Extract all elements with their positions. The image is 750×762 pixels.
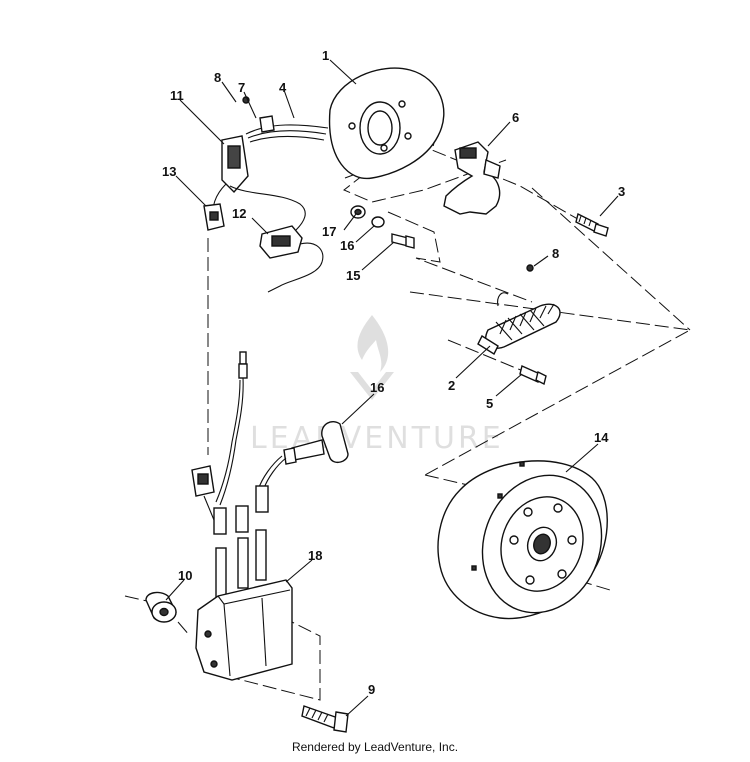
render-credit: Rendered by LeadVenture, Inc. [291,740,459,754]
callout-12: 12 [232,206,246,221]
callout-8-lower: 8 [552,246,559,261]
part-harness-block [221,135,249,194]
callout-17: 17 [322,224,336,239]
callout-5: 5 [486,396,493,411]
part-connector-13 [203,203,225,231]
callout-1: 1 [322,48,329,63]
part-washer [350,205,366,219]
v-logo-icon [350,372,394,400]
part-cable-clip [259,115,275,133]
callout-13: 13 [162,164,176,179]
leader-lines [165,59,619,717]
part-clamp-bracket [443,141,501,215]
callout-16-upper: 16 [340,238,354,253]
callout-3: 3 [618,184,625,199]
part-bolt-long [575,212,609,237]
part-spark-plug-cap [257,420,349,491]
part-coil-screw [519,365,547,386]
part-screw-15 [391,233,415,249]
callout-6: 6 [512,110,519,125]
callout-9: 9 [368,682,375,697]
part-small-screw-lower [526,264,534,272]
callout-16-lower: 16 [370,380,384,395]
callout-2: 2 [448,378,455,393]
part-stator-plate [328,67,445,180]
part-mounting-bolt [301,705,349,733]
callout-11: 11 [170,88,184,103]
part-lockwasher [371,216,385,228]
flame-logo-icon [357,315,389,372]
callout-4: 4 [279,80,287,95]
callout-15: 15 [346,268,360,283]
callout-8-upper: 8 [214,70,221,85]
part-ht-coil [195,485,293,681]
part-lead-wires [191,351,248,521]
callout-10: 10 [178,568,192,583]
callout-7: 7 [238,80,245,95]
callouts: 1 2 3 4 5 6 7 8 8 9 10 11 12 13 14 15 16… [162,48,625,697]
part-regulator-box [259,225,324,293]
part-flywheel [437,460,608,620]
part-coil-winding [477,292,561,356]
callout-14: 14 [594,430,609,445]
part-spacer [145,591,177,623]
callout-18: 18 [308,548,322,563]
